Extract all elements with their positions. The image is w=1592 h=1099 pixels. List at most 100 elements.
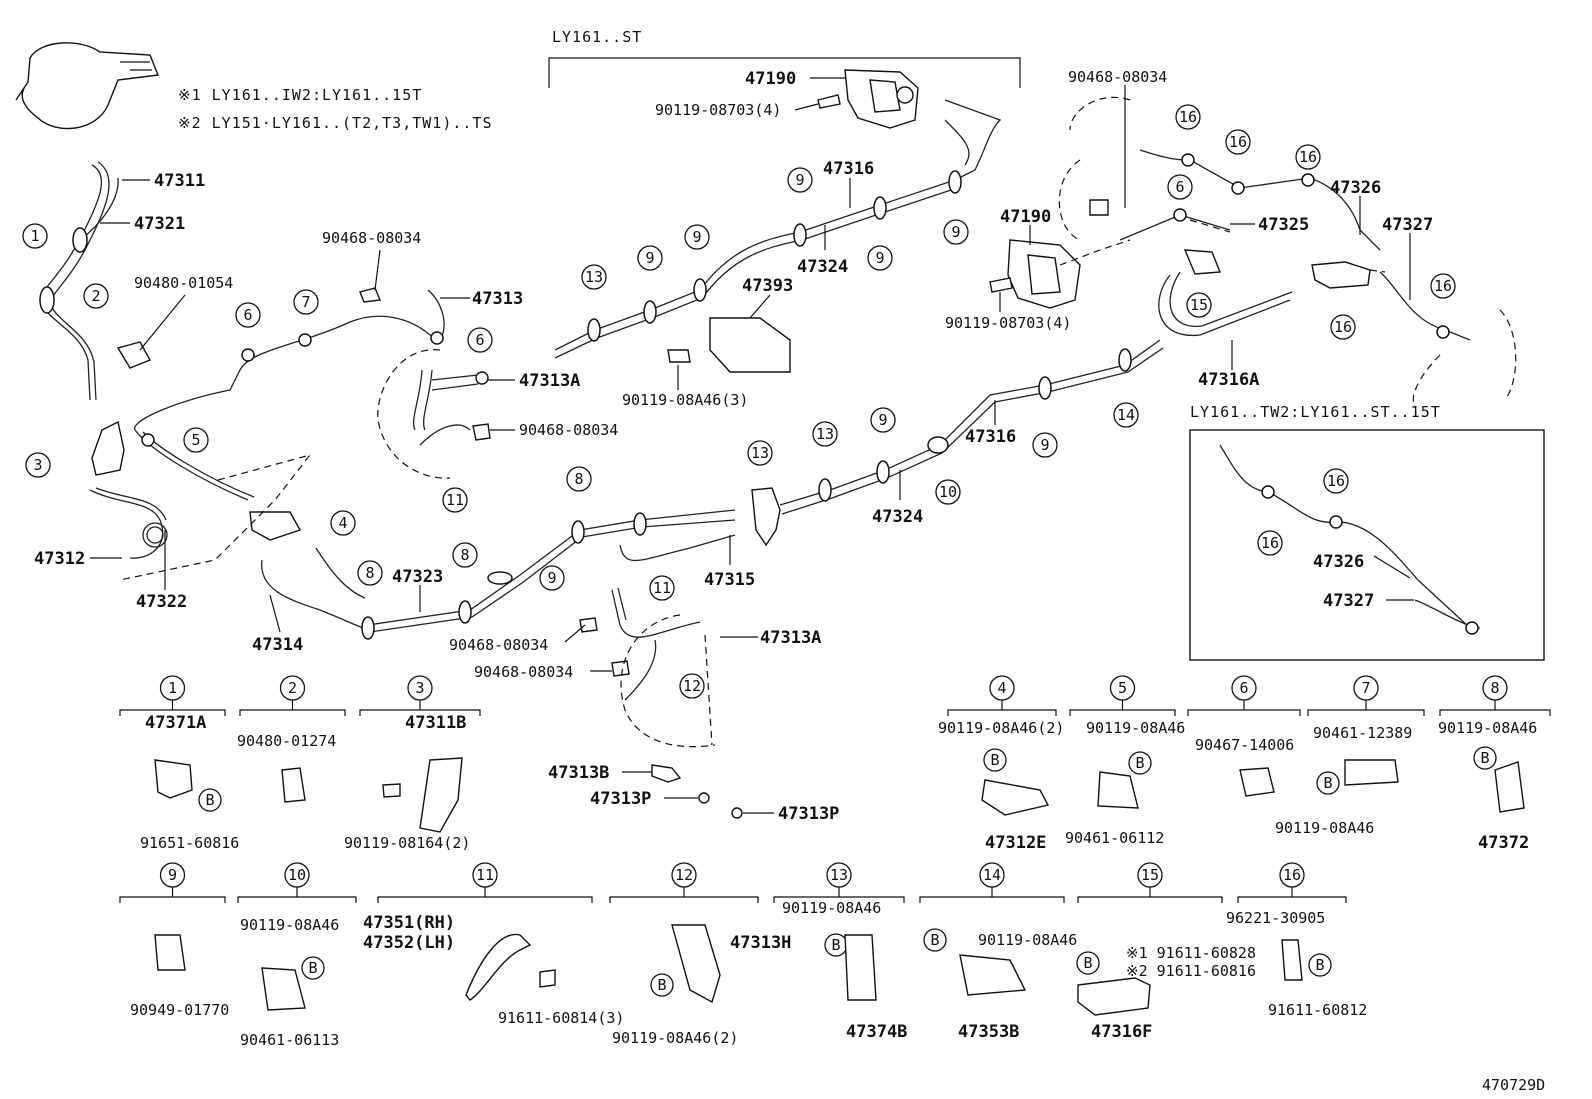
callout-47323: 47323 [392, 567, 443, 587]
clip-9-h [1038, 376, 1052, 400]
callout-47313a-a: 47313A [519, 371, 580, 391]
ref-marker-label: 9 [951, 223, 960, 241]
ref-marker-label: 12 [683, 677, 701, 695]
detail-part-number: 90461-12389 [1313, 724, 1412, 742]
legend-47312e-icon [981, 779, 1050, 816]
clip-9-g [927, 436, 949, 454]
ref-marker-label: 9 [645, 249, 654, 267]
major-parts [91, 69, 1371, 819]
clip-90480-a [39, 286, 55, 314]
ref-marker-label: 10 [939, 483, 957, 501]
callout-47324-b: 47324 [872, 507, 923, 527]
clip-9-d [793, 223, 807, 247]
detail-ref-label: 16 [1283, 866, 1301, 884]
callout-47322: 47322 [136, 592, 187, 612]
ref-marker-6: 6 [1167, 174, 1193, 200]
bracket-15-icon [1311, 261, 1371, 289]
ref-marker-1: 1 [22, 223, 48, 249]
callout-90468-08034-e: 90468-08034 [474, 663, 573, 681]
ref-marker-label: 13 [816, 425, 834, 443]
detail-part-number: 91611-60812 [1268, 1001, 1367, 1019]
legend-96221-icon [1281, 939, 1303, 981]
clip-90468-icon-e [1089, 199, 1109, 216]
b-marker-circle [1128, 751, 1152, 775]
ref-marker-5: 5 [183, 427, 209, 453]
proportioning-valve-icon-a [844, 69, 919, 129]
ref-marker-10: 10 [935, 479, 961, 505]
ref-marker-label: 16 [1299, 148, 1317, 166]
callout-47316a: 47316A [1198, 370, 1259, 390]
bolt-icon-a [817, 94, 841, 109]
detail-part-number: 90119-08A46 [1438, 719, 1537, 737]
detail-part-number: 47352(LH) [363, 933, 455, 953]
detail-part-number: 47351(RH) [363, 913, 455, 933]
ref-marker-label: 6 [475, 331, 484, 349]
detail-part-number: ※1 91611-60828 [1126, 944, 1256, 962]
drawing-number: 470729D [1482, 1076, 1545, 1094]
detail-ref-circle [279, 675, 306, 701]
legend-bolt-icon-b [539, 969, 556, 988]
detail-part-number: 47316F [1091, 1022, 1152, 1042]
ref-marker-16: 16 [1430, 273, 1456, 299]
detail-part-number: 91651-60816 [140, 834, 239, 852]
ref-marker-11: 11 [649, 575, 675, 601]
callout-47311: 47311 [154, 171, 205, 191]
ref-marker-8: 8 [566, 466, 592, 492]
clip-90468-icon-c [579, 617, 598, 633]
detail-ref-circle [1137, 862, 1163, 888]
callout-47313p-a: 47313P [590, 789, 651, 809]
bracket-47393-icon [709, 317, 791, 373]
detail-ref-label: 4 [997, 679, 1006, 697]
variant-st-bracket [548, 57, 1021, 88]
detail-part-number: 90119-08A46(2) [938, 719, 1064, 737]
detail-ref-label: 13 [830, 866, 848, 884]
detail-ref-label: 12 [675, 866, 693, 884]
inset-panel: LY161..TW2:LY161..ST..15T [1189, 403, 1545, 661]
callout-47313: 47313 [472, 289, 523, 309]
detail-ref-circle [407, 675, 433, 701]
legend-47353b-icon [959, 954, 1027, 996]
ref-marker-label: 5 [191, 431, 200, 449]
ref-marker-9: 9 [867, 245, 893, 271]
legend-47374b-icon [844, 934, 877, 1001]
ref-marker-label: 6 [1175, 178, 1184, 196]
clip-90468-icon-a [359, 287, 382, 303]
legend-47311b-icon [419, 757, 463, 833]
b-marker-circle [301, 956, 325, 980]
ref-marker-label: 4 [338, 514, 347, 532]
clip-90468-icon-b [472, 423, 491, 441]
ref-marker-3: 3 [25, 452, 51, 478]
b-marker-circle [1076, 951, 1100, 975]
ref-marker-label: 6 [243, 306, 252, 324]
ref-marker-16: 16 [1175, 104, 1201, 130]
legend-47371a-icon [154, 759, 193, 799]
detail-ref-circle [979, 862, 1005, 888]
ref-marker-16: 16 [1257, 530, 1283, 556]
bolt-47313b-icon [651, 764, 682, 783]
clamp-90480-icon [116, 341, 151, 369]
b-marker-label: B [831, 936, 840, 954]
callout-47327-a: 47327 [1382, 215, 1433, 235]
detail-ref-label: 2 [288, 679, 297, 697]
clip-16-d [1436, 325, 1450, 339]
b-marker-label: B [1083, 954, 1092, 972]
ref-marker-13: 13 [812, 421, 838, 447]
callout-47312: 47312 [34, 549, 85, 569]
clip-13-c [876, 460, 890, 484]
clip-16-c [1301, 173, 1315, 187]
bracket-14-icon [1183, 249, 1222, 275]
ref-marker-6: 6 [235, 302, 261, 328]
b-marker-circle [923, 928, 947, 952]
ref-marker-9: 9 [943, 219, 969, 245]
ref-marker-4: 4 [330, 510, 356, 536]
callout-47316-b: 47316 [965, 427, 1016, 447]
ref-marker-label: 9 [1040, 436, 1049, 454]
ref-marker-label: 11 [446, 491, 464, 509]
detail-ref-label: 14 [983, 866, 1001, 884]
